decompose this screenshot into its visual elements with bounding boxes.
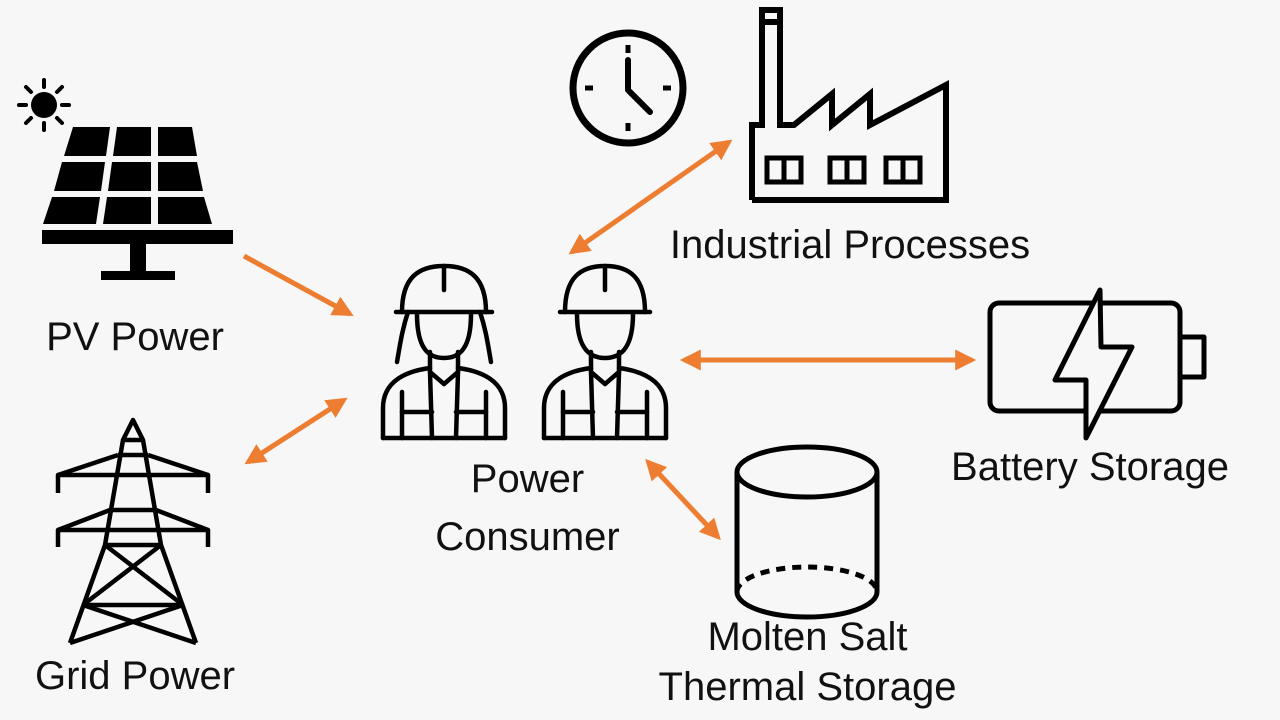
sun-icon (17, 78, 71, 132)
arrow-pv-to-consumer (242, 253, 354, 317)
power-consumer-label-line1: Power (470, 457, 585, 501)
factory-icon (749, 7, 949, 203)
grid-power-label: Grid Power (34, 654, 236, 698)
power-consumer-label: Power Consumer (400, 450, 655, 566)
flow-arrows (242, 139, 977, 541)
thermal-storage-label-line1: Molten Salt (707, 615, 908, 659)
industrial-processes-label: Industrial Processes (669, 223, 1031, 267)
arrow-consumer-industrial (568, 139, 733, 255)
battery-storage-label: Battery Storage (951, 445, 1229, 489)
thermal-storage-label-line2: Thermal Storage (658, 665, 957, 709)
workers-icon (380, 263, 669, 441)
clock-icon (569, 29, 687, 147)
tank-icon (734, 444, 880, 620)
pv-power-label: PV Power (46, 315, 224, 359)
battery-icon (987, 287, 1207, 441)
arrow-grid-consumer (244, 397, 348, 465)
solar-panel-icon (42, 127, 233, 280)
transmission-tower-icon (55, 417, 211, 646)
arrow-consumer-thermal (645, 458, 721, 541)
power-consumer-label-line2: Consumer (435, 515, 620, 559)
thermal-storage-label: Molten Salt Thermal Storage (640, 612, 975, 712)
